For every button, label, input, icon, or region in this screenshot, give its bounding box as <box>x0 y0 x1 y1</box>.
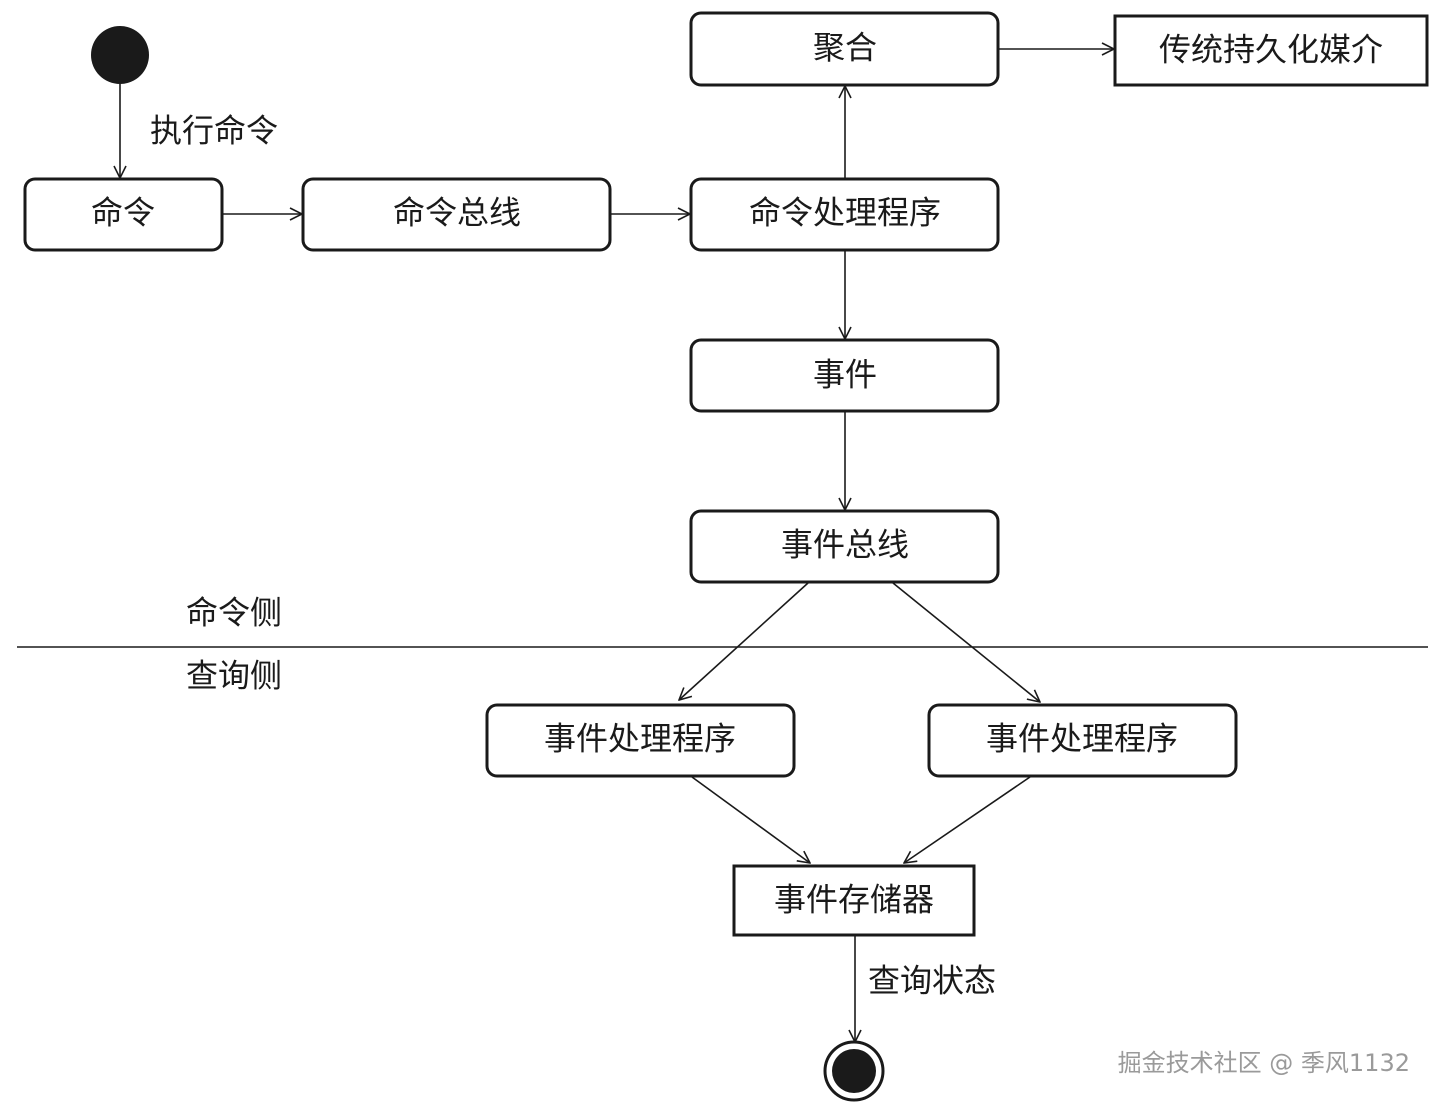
edge-eventbus-to-left-handler <box>679 582 809 700</box>
persistence-box <box>1113 14 1429 87</box>
command-side-label: 命令侧 <box>186 594 282 632</box>
event-handler-right-label: 事件处理程序 <box>986 720 1178 758</box>
persistence-label: 传统持久化媒介 <box>1159 31 1383 69</box>
watermark: 掘金技术社区 @ 季风1132 <box>1118 1049 1410 1077</box>
command-bus-label: 命令总线 <box>393 194 521 232</box>
command-bus-box <box>301 177 612 252</box>
command-box <box>23 177 224 252</box>
command-handler-label: 命令处理程序 <box>749 194 941 232</box>
event-bus-label: 事件总线 <box>781 526 909 564</box>
event-handler-left-label: 事件处理程序 <box>544 720 736 758</box>
command-handler-box <box>689 177 1000 252</box>
start-node <box>91 26 149 84</box>
event-store-box <box>732 864 976 937</box>
event-bus-box <box>689 509 1000 584</box>
end-node <box>823 1040 885 1102</box>
command-label: 命令 <box>91 194 155 232</box>
aggregate-label: 聚合 <box>813 29 877 67</box>
edge-right-handler-to-store <box>904 776 1031 863</box>
edge-left-handler-to-store <box>691 776 810 863</box>
execute-command-label: 执行命令 <box>150 112 278 150</box>
event-store-label: 事件存储器 <box>774 881 934 919</box>
query-state-label: 查询状态 <box>868 962 996 1000</box>
query-side-label: 查询侧 <box>186 657 282 695</box>
event-handler-left-box <box>485 703 796 778</box>
event-handler-right-box <box>927 703 1238 778</box>
event-label: 事件 <box>813 356 877 394</box>
edge-eventbus-to-right-handler <box>892 582 1040 702</box>
aggregate-box <box>689 11 1000 87</box>
event-box <box>689 338 1000 413</box>
